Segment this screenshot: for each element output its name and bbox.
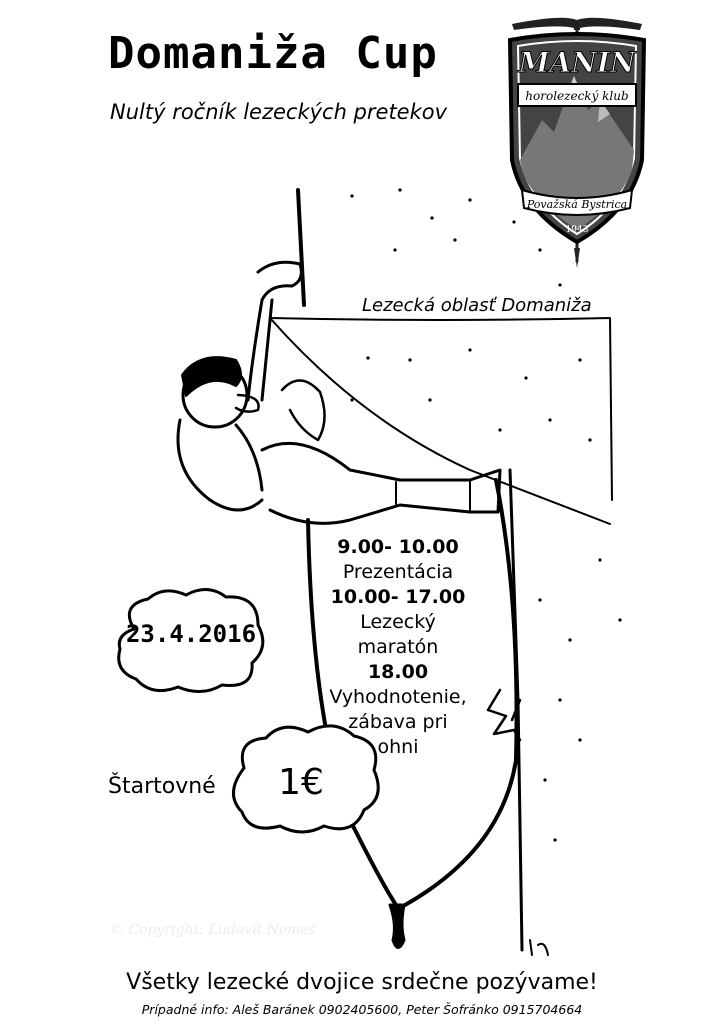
logo-band-text: horolezecký klub [525,89,628,103]
schedule-event: Lezecký maratón [357,611,439,658]
schedule-time: 9.00- 10.00 [337,536,459,558]
fee-cloud-shape [232,724,380,834]
schedule: 9.00- 10.00 Prezentácia 10.00- 17.00 Lez… [318,535,478,760]
date-cloud-shape [117,588,265,693]
schedule-event: Vyhodnotenie, [329,686,467,708]
schedule-event: ohni [377,736,419,758]
logo-bottom-text: Považská Bystrica [526,198,627,211]
copyright-watermark: © Copyright: Ľudovít Nemeš [110,922,316,938]
club-logo: MANIN horolezecký klub Považská Bystrica… [507,17,647,268]
schedule-event: zábava pri [348,711,448,733]
schedule-time: 10.00- 17.00 [330,586,466,608]
schedule-event: Prezentácia [342,561,454,583]
schedule-time: 18.00 [367,661,429,683]
page-subtitle: Nultý ročník lezeckých pretekov [110,100,448,124]
page-title: Domaniža Cup [108,28,438,79]
invitation-text: Všetky lezecké dvojice srdečne pozývame! [126,970,598,995]
climber-illustration [176,188,622,956]
logo-year: 1943 [566,225,589,235]
fee-value: 1€ [278,762,324,803]
contact-info: Prípadné info: Aleš Baránek 0902405600, … [141,1002,583,1017]
logo-top-text: MANIN [517,46,636,79]
fee-label: Štartovné [108,774,216,799]
climbing-area-label: Lezecká oblasť Domaniža [362,295,592,316]
event-date: 23.4.2016 [125,620,257,648]
